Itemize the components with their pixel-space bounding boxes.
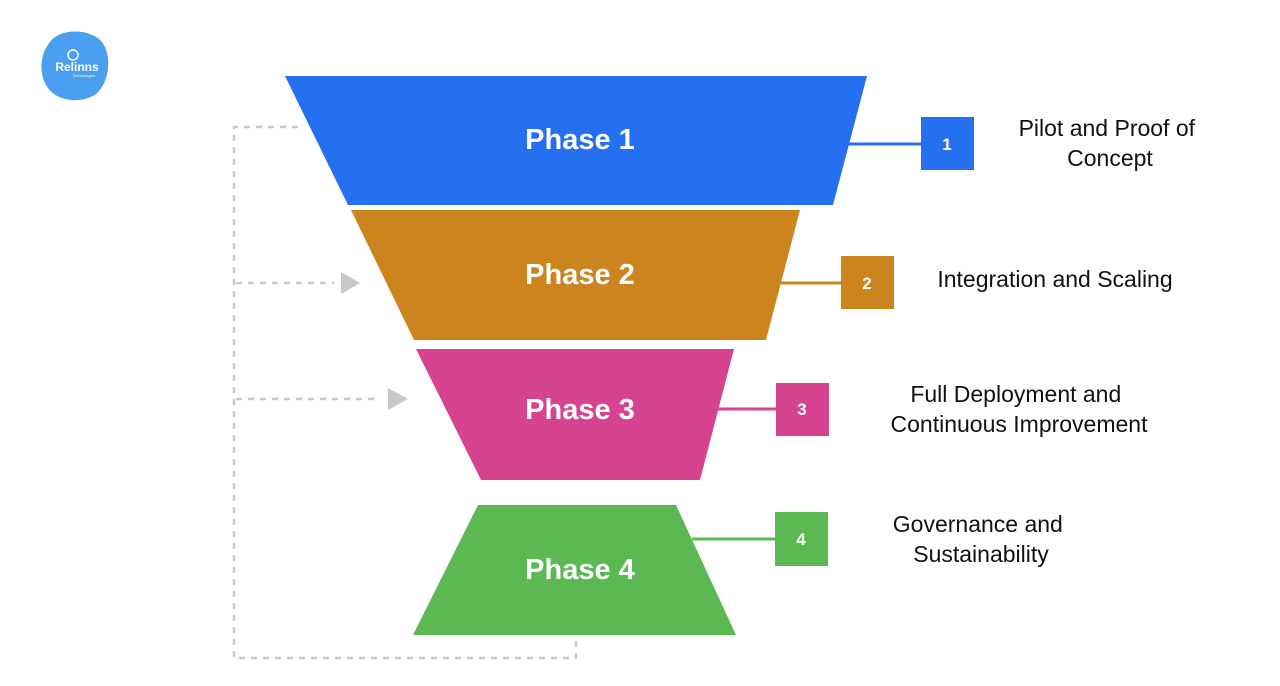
phase-4-label: Phase 4 xyxy=(525,554,635,586)
phase-4-shape xyxy=(413,505,736,635)
lightbulb-icon xyxy=(67,49,79,61)
phase-2-description-line-1: Integration and Scaling xyxy=(937,266,1172,292)
phase-2-group: Phase 2 2 Integration and Scaling xyxy=(351,210,1173,340)
phase-3-description: Full Deployment and Continuous Improveme… xyxy=(891,381,1149,437)
phase-1-label: Phase 1 xyxy=(525,124,635,156)
phase-2-label: Phase 2 xyxy=(525,259,635,291)
phase-1-description-line-1: Pilot and Proof of xyxy=(1019,115,1196,141)
company-logo: Relinns Technologies xyxy=(41,31,109,101)
phase-3-label: Phase 3 xyxy=(525,394,635,426)
phase-3-description-line-2: Continuous Improvement xyxy=(891,411,1149,437)
phase-1-description-line-2: Concept xyxy=(1067,145,1153,171)
phase-2-description: Integration and Scaling xyxy=(937,266,1172,292)
phase-3-description-line-1: Full Deployment and xyxy=(910,381,1121,407)
phase-4-group: Phase 4 4 Governance and Sustainability xyxy=(413,505,1069,635)
phase-3-shape xyxy=(416,349,734,480)
phase-4-description-line-1: Governance and xyxy=(893,511,1063,537)
feedback-connectors xyxy=(232,125,578,660)
phase-1-badge xyxy=(921,117,974,170)
phase-4-badge-number: 4 xyxy=(796,530,806,549)
phase-2-badge-number: 2 xyxy=(862,274,871,293)
phase-4-badge xyxy=(775,512,828,566)
phase-3-badge xyxy=(776,383,829,436)
logo-text: Relinns xyxy=(55,60,99,74)
phase-3-group: Phase 3 3 Full Deployment and Continuous… xyxy=(416,349,1148,480)
phase-1-shape xyxy=(285,76,867,205)
phase-2-badge xyxy=(841,256,894,309)
phase-1-description: Pilot and Proof of Concept xyxy=(1019,115,1202,171)
phase-4-description-line-2: Sustainability xyxy=(913,541,1049,567)
phase-4-description: Governance and Sustainability xyxy=(893,511,1069,567)
phase-3-badge-number: 3 xyxy=(797,400,806,419)
arrow-head-phase-3 xyxy=(388,388,408,410)
arrow-head-phase-2 xyxy=(341,272,360,294)
logo-subtext: Technologies xyxy=(72,73,95,78)
phase-1-badge-number: 1 xyxy=(942,135,951,154)
logo-blob xyxy=(41,31,109,101)
phase-1-group: Phase 1 1 Pilot and Proof of Concept xyxy=(285,76,1202,205)
phase-2-shape xyxy=(351,210,800,340)
